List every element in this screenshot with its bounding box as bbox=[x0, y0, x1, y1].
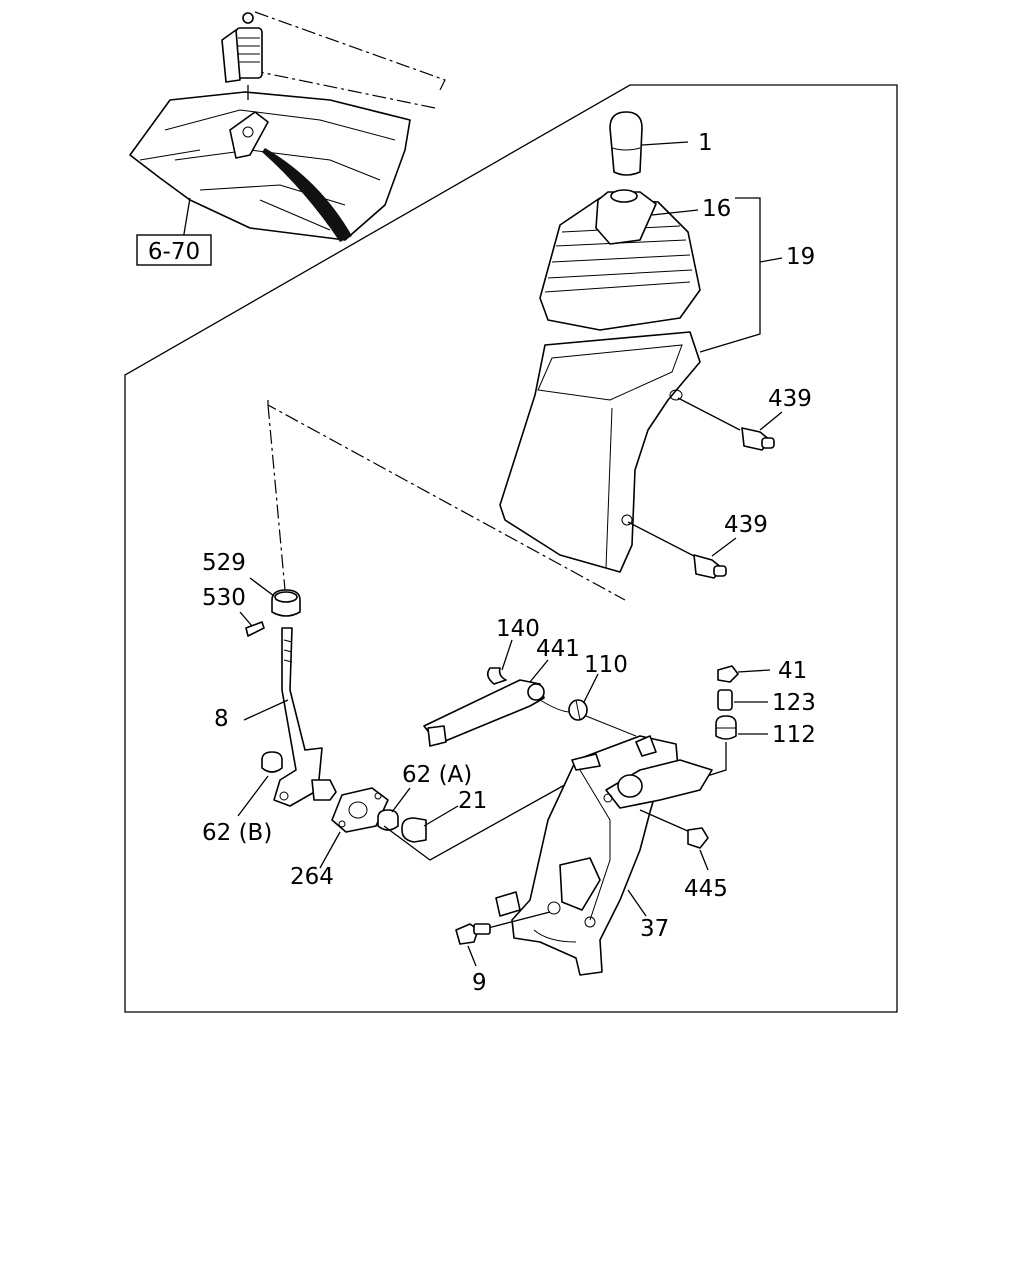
bolt-9 bbox=[455, 923, 491, 945]
callout-439-lower: 439 bbox=[724, 512, 768, 538]
callout-62b: 62 (B) bbox=[202, 820, 272, 846]
grommet-112 bbox=[715, 715, 737, 740]
reference-box-label: 6-70 bbox=[148, 239, 200, 265]
detail-frame bbox=[124, 84, 898, 1013]
callout-8: 8 bbox=[214, 706, 229, 732]
overview-inset: 6-70 bbox=[129, 11, 446, 266]
callout-441: 441 bbox=[536, 636, 580, 662]
callout-37: 37 bbox=[640, 916, 669, 942]
callout-140: 140 bbox=[496, 616, 540, 642]
arm-441 bbox=[423, 679, 545, 747]
callout-16: 16 bbox=[702, 196, 731, 222]
plate-264 bbox=[331, 787, 389, 833]
spring-110 bbox=[568, 699, 588, 721]
callout-123: 123 bbox=[772, 690, 816, 716]
callout-110: 110 bbox=[584, 652, 628, 678]
callout-41: 41 bbox=[778, 658, 807, 684]
grommet-529 bbox=[271, 589, 301, 617]
callout-530: 530 bbox=[202, 585, 246, 611]
bolt-439-lower bbox=[693, 554, 727, 579]
shift-lever bbox=[273, 627, 337, 807]
sleeve-123 bbox=[717, 689, 733, 711]
e-clip-140 bbox=[486, 667, 507, 685]
bushing-62a bbox=[377, 809, 399, 831]
callout-9: 9 bbox=[472, 970, 487, 996]
collar-21 bbox=[401, 817, 427, 843]
callout-445: 445 bbox=[684, 876, 728, 902]
bushing-62b bbox=[261, 751, 283, 773]
callout-264: 264 bbox=[290, 864, 334, 890]
shift-knob bbox=[609, 111, 643, 176]
pin-530 bbox=[245, 621, 265, 637]
shift-boot bbox=[539, 189, 701, 331]
nut-445 bbox=[687, 827, 709, 849]
bolt-439-upper bbox=[741, 427, 775, 451]
bracket-37 bbox=[495, 735, 713, 976]
callout-1: 1 bbox=[698, 130, 713, 156]
nut-41 bbox=[717, 665, 739, 683]
callout-529: 529 bbox=[202, 550, 246, 576]
callout-112: 112 bbox=[772, 722, 816, 748]
callout-19: 19 bbox=[786, 244, 815, 270]
callout-62a: 62 (A) bbox=[402, 762, 472, 788]
reference-box bbox=[136, 234, 212, 266]
console-cover bbox=[499, 331, 701, 573]
callout-439-upper: 439 bbox=[768, 386, 812, 412]
callout-21: 21 bbox=[458, 788, 487, 814]
